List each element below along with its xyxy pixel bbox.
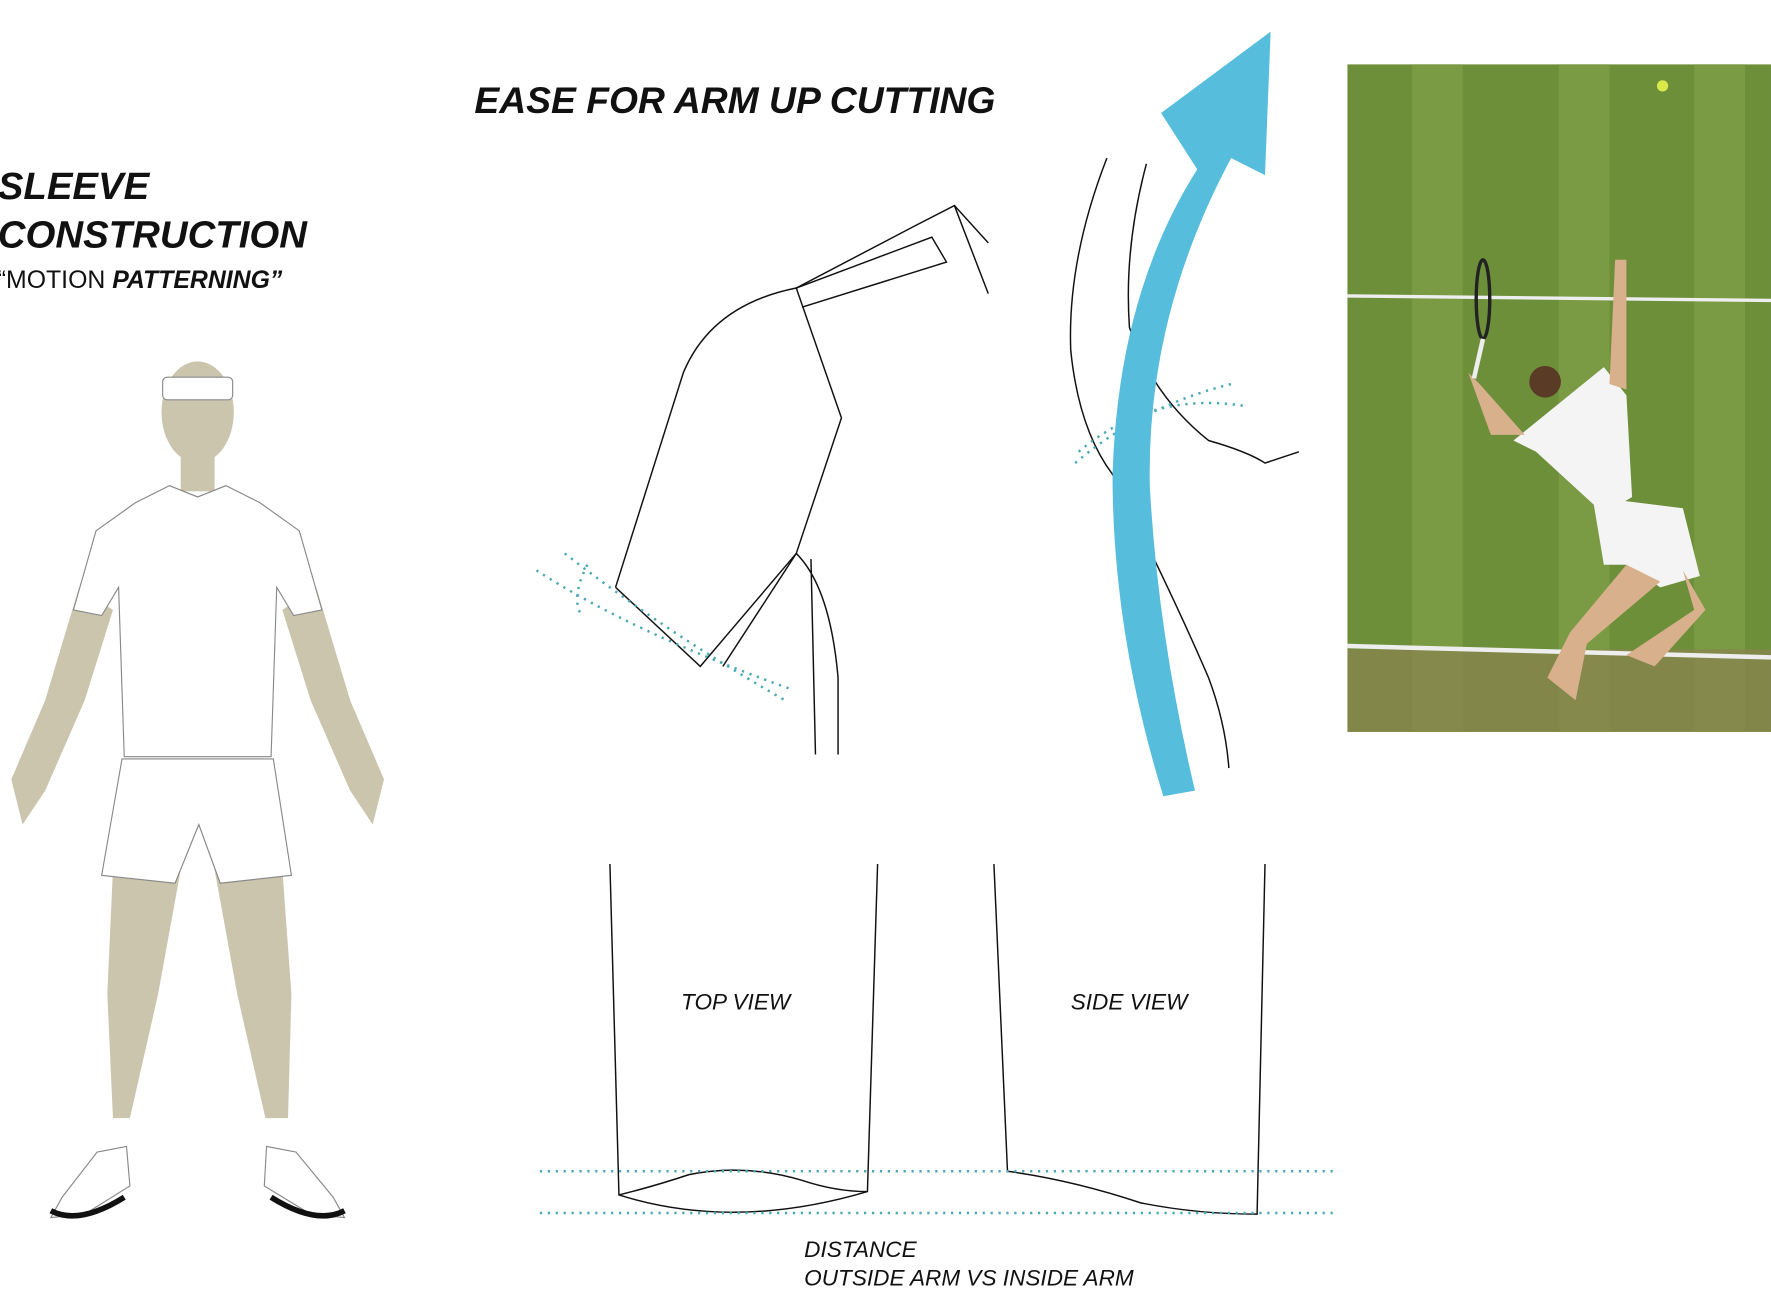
sleeve-sketch-top bbox=[535, 204, 989, 755]
tennis-serve-photo bbox=[1347, 64, 1771, 732]
arm-raise-arrow bbox=[1112, 31, 1271, 797]
side-view-label: SIDE VIEW bbox=[1071, 990, 1190, 1015]
sleeve-tube-top-view bbox=[609, 864, 879, 1213]
sleeve-subtitle: “MOTION PATTERNING” bbox=[0, 267, 283, 294]
sleeve-heading-line2: CONSTRUCTION bbox=[0, 213, 308, 256]
mannequin-figure bbox=[11, 361, 385, 1219]
sleeve-heading-line1: SLEEVE bbox=[0, 165, 151, 208]
top-view-label: TOP VIEW bbox=[681, 990, 793, 1015]
sleeve-tube-side-view bbox=[993, 863, 1266, 1215]
distance-label-line1: DISTANCE bbox=[804, 1237, 917, 1262]
slide-title: EASE FOR ARM UP CUTTING bbox=[474, 79, 995, 121]
distance-label-line2: OUTSIDE ARM VS INSIDE ARM bbox=[804, 1265, 1134, 1290]
